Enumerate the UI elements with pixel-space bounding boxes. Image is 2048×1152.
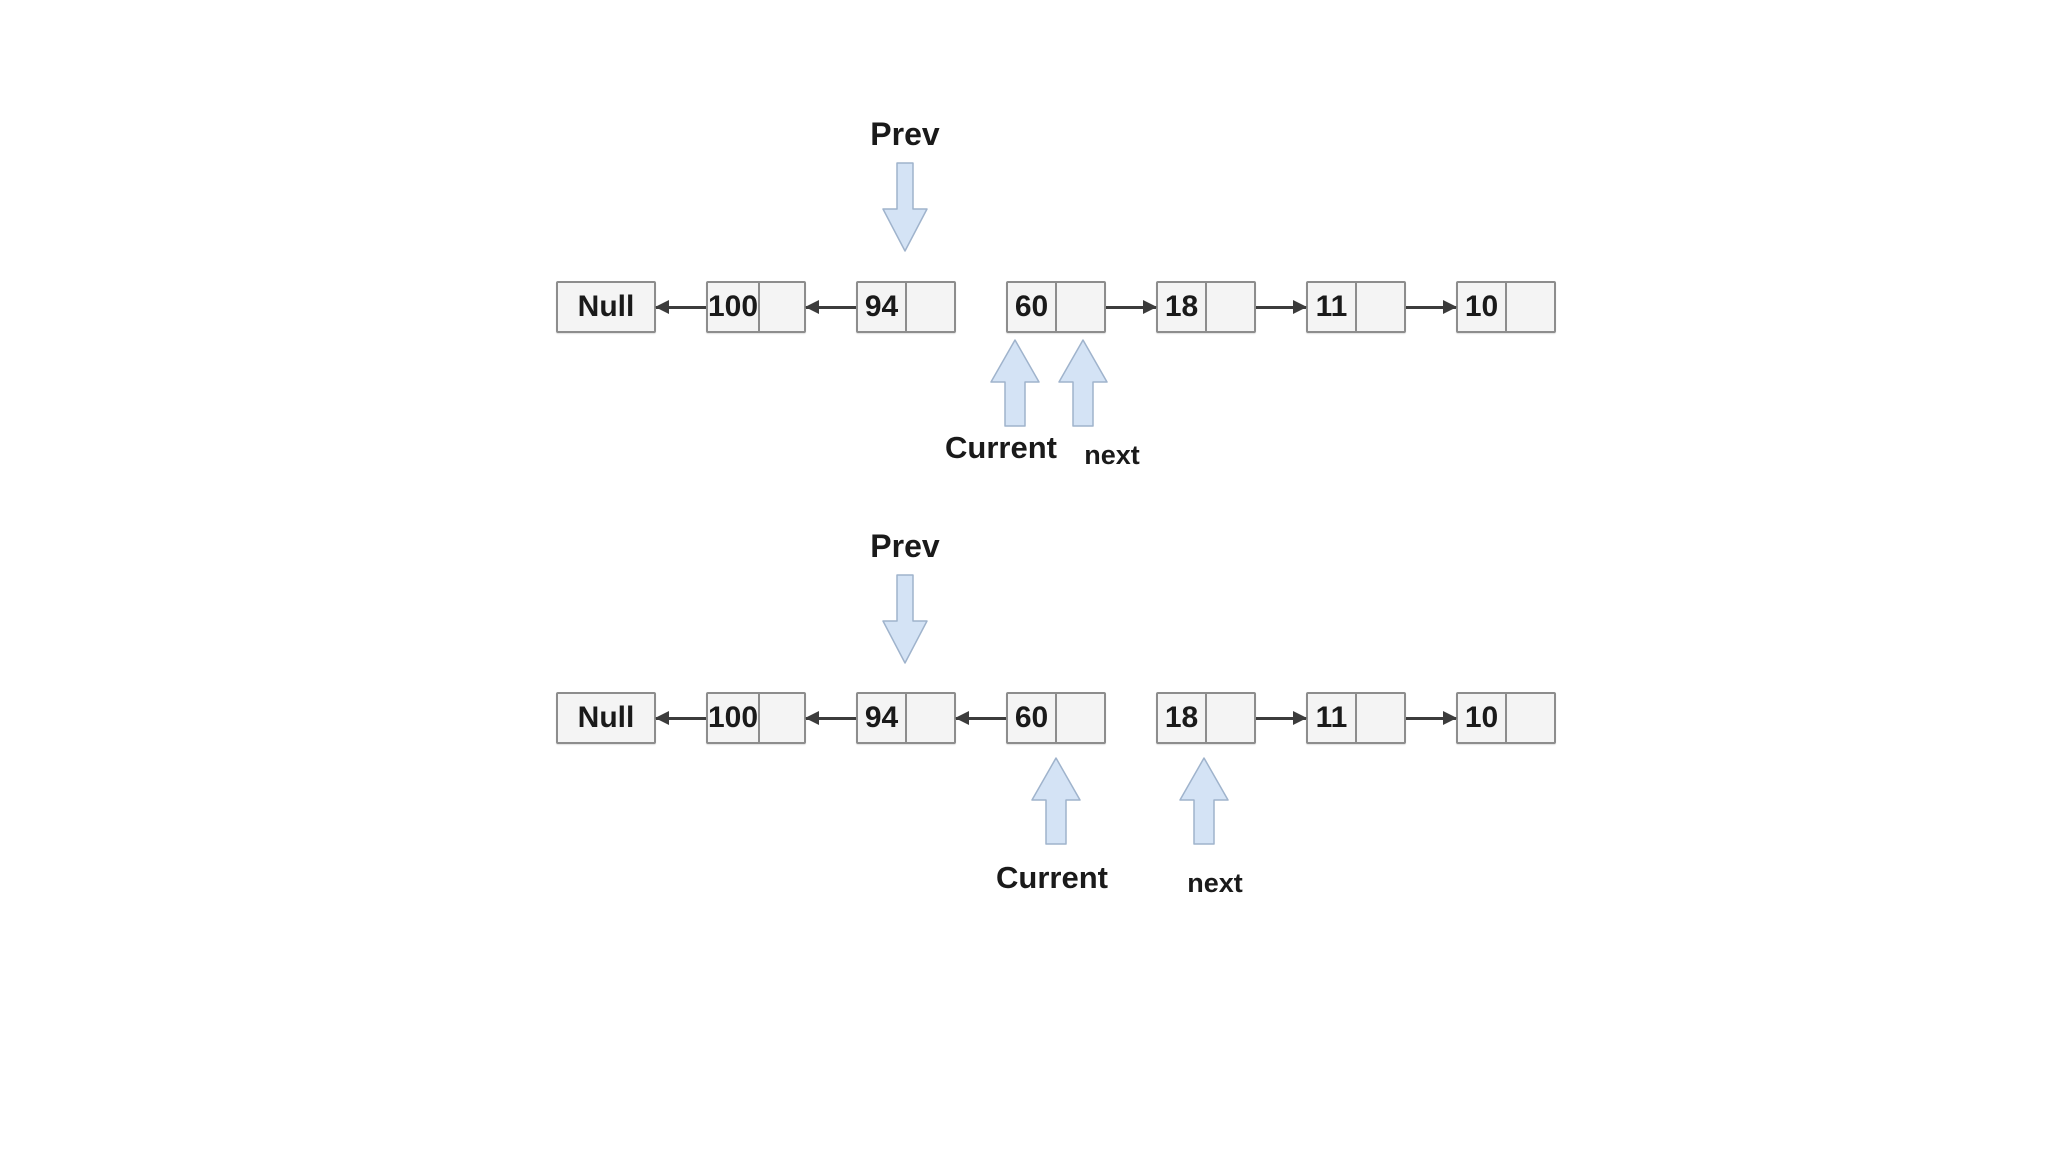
pointer-arrow-right — [1406, 692, 1457, 744]
node-next-pointer-cell — [907, 283, 954, 331]
current-up-arrow-icon — [990, 339, 1040, 427]
prev-label: Prev — [870, 116, 940, 152]
prev-down-arrow-icon — [882, 162, 928, 252]
list-node: 10 — [1456, 281, 1556, 333]
node-value-cell: 94 — [858, 694, 907, 742]
next-up-arrow-icon — [1179, 757, 1229, 845]
node-value-cell: 18 — [1158, 694, 1207, 742]
pointer-arrow-right — [1106, 281, 1157, 333]
list-node: 18 — [1156, 281, 1256, 333]
node-next-pointer-cell — [1507, 283, 1554, 331]
current-label: Current — [945, 430, 1057, 465]
pointer-arrow-left — [655, 281, 706, 333]
node-value-cell: 60 — [1008, 283, 1057, 331]
list-node: 10 — [1456, 692, 1556, 744]
pointer-arrow-left — [805, 692, 856, 744]
node-next-pointer-cell — [907, 694, 954, 742]
node-value-cell: 11 — [1308, 694, 1357, 742]
pointer-arrow-right — [1256, 692, 1307, 744]
next-label: next — [1187, 868, 1243, 898]
linked-list-row: Null 100 94 60 18 11 10 — [556, 281, 1556, 333]
node-next-pointer-cell — [760, 694, 804, 742]
list-node: 11 — [1306, 692, 1406, 744]
node-next-pointer-cell — [1057, 694, 1104, 742]
prev-label: Prev — [870, 528, 940, 564]
node-next-pointer-cell — [1507, 694, 1554, 742]
node-value-cell: 11 — [1308, 283, 1357, 331]
node-next-pointer-cell — [1207, 694, 1254, 742]
prev-down-arrow-icon — [882, 574, 928, 664]
node-value-cell: 10 — [1458, 694, 1507, 742]
list-node: 11 — [1306, 281, 1406, 333]
null-terminal: Null — [556, 692, 656, 744]
current-label: Current — [996, 860, 1108, 895]
list-node: 100 — [706, 281, 806, 333]
null-terminal: Null — [556, 281, 656, 333]
node-next-pointer-cell — [760, 283, 804, 331]
node-next-pointer-cell — [1057, 283, 1104, 331]
pointer-arrow-right — [1406, 281, 1457, 333]
list-node: 60 — [1006, 692, 1106, 744]
list-node: 100 — [706, 692, 806, 744]
chain-gap — [956, 281, 1006, 333]
node-next-pointer-cell — [1357, 283, 1404, 331]
pointer-arrow-left — [955, 692, 1006, 744]
pointer-arrow-left — [655, 692, 706, 744]
node-value-cell: 10 — [1458, 283, 1507, 331]
node-next-pointer-cell — [1357, 694, 1404, 742]
node-value-cell: 60 — [1008, 694, 1057, 742]
list-node: 94 — [856, 281, 956, 333]
list-node: 18 — [1156, 692, 1256, 744]
current-up-arrow-icon — [1031, 757, 1081, 845]
linked-list-row: Null 100 94 60 18 11 10 — [556, 692, 1556, 744]
node-value-cell: 100 — [708, 283, 761, 331]
next-label: next — [1084, 440, 1140, 470]
next-up-arrow-icon — [1058, 339, 1108, 427]
node-value-cell: 18 — [1158, 283, 1207, 331]
node-value-cell: 94 — [858, 283, 907, 331]
node-value-cell: 100 — [708, 694, 761, 742]
chain-gap — [1106, 692, 1156, 744]
list-node: 94 — [856, 692, 956, 744]
pointer-arrow-left — [805, 281, 856, 333]
pointer-arrow-right — [1256, 281, 1307, 333]
list-node: 60 — [1006, 281, 1106, 333]
node-next-pointer-cell — [1207, 283, 1254, 331]
